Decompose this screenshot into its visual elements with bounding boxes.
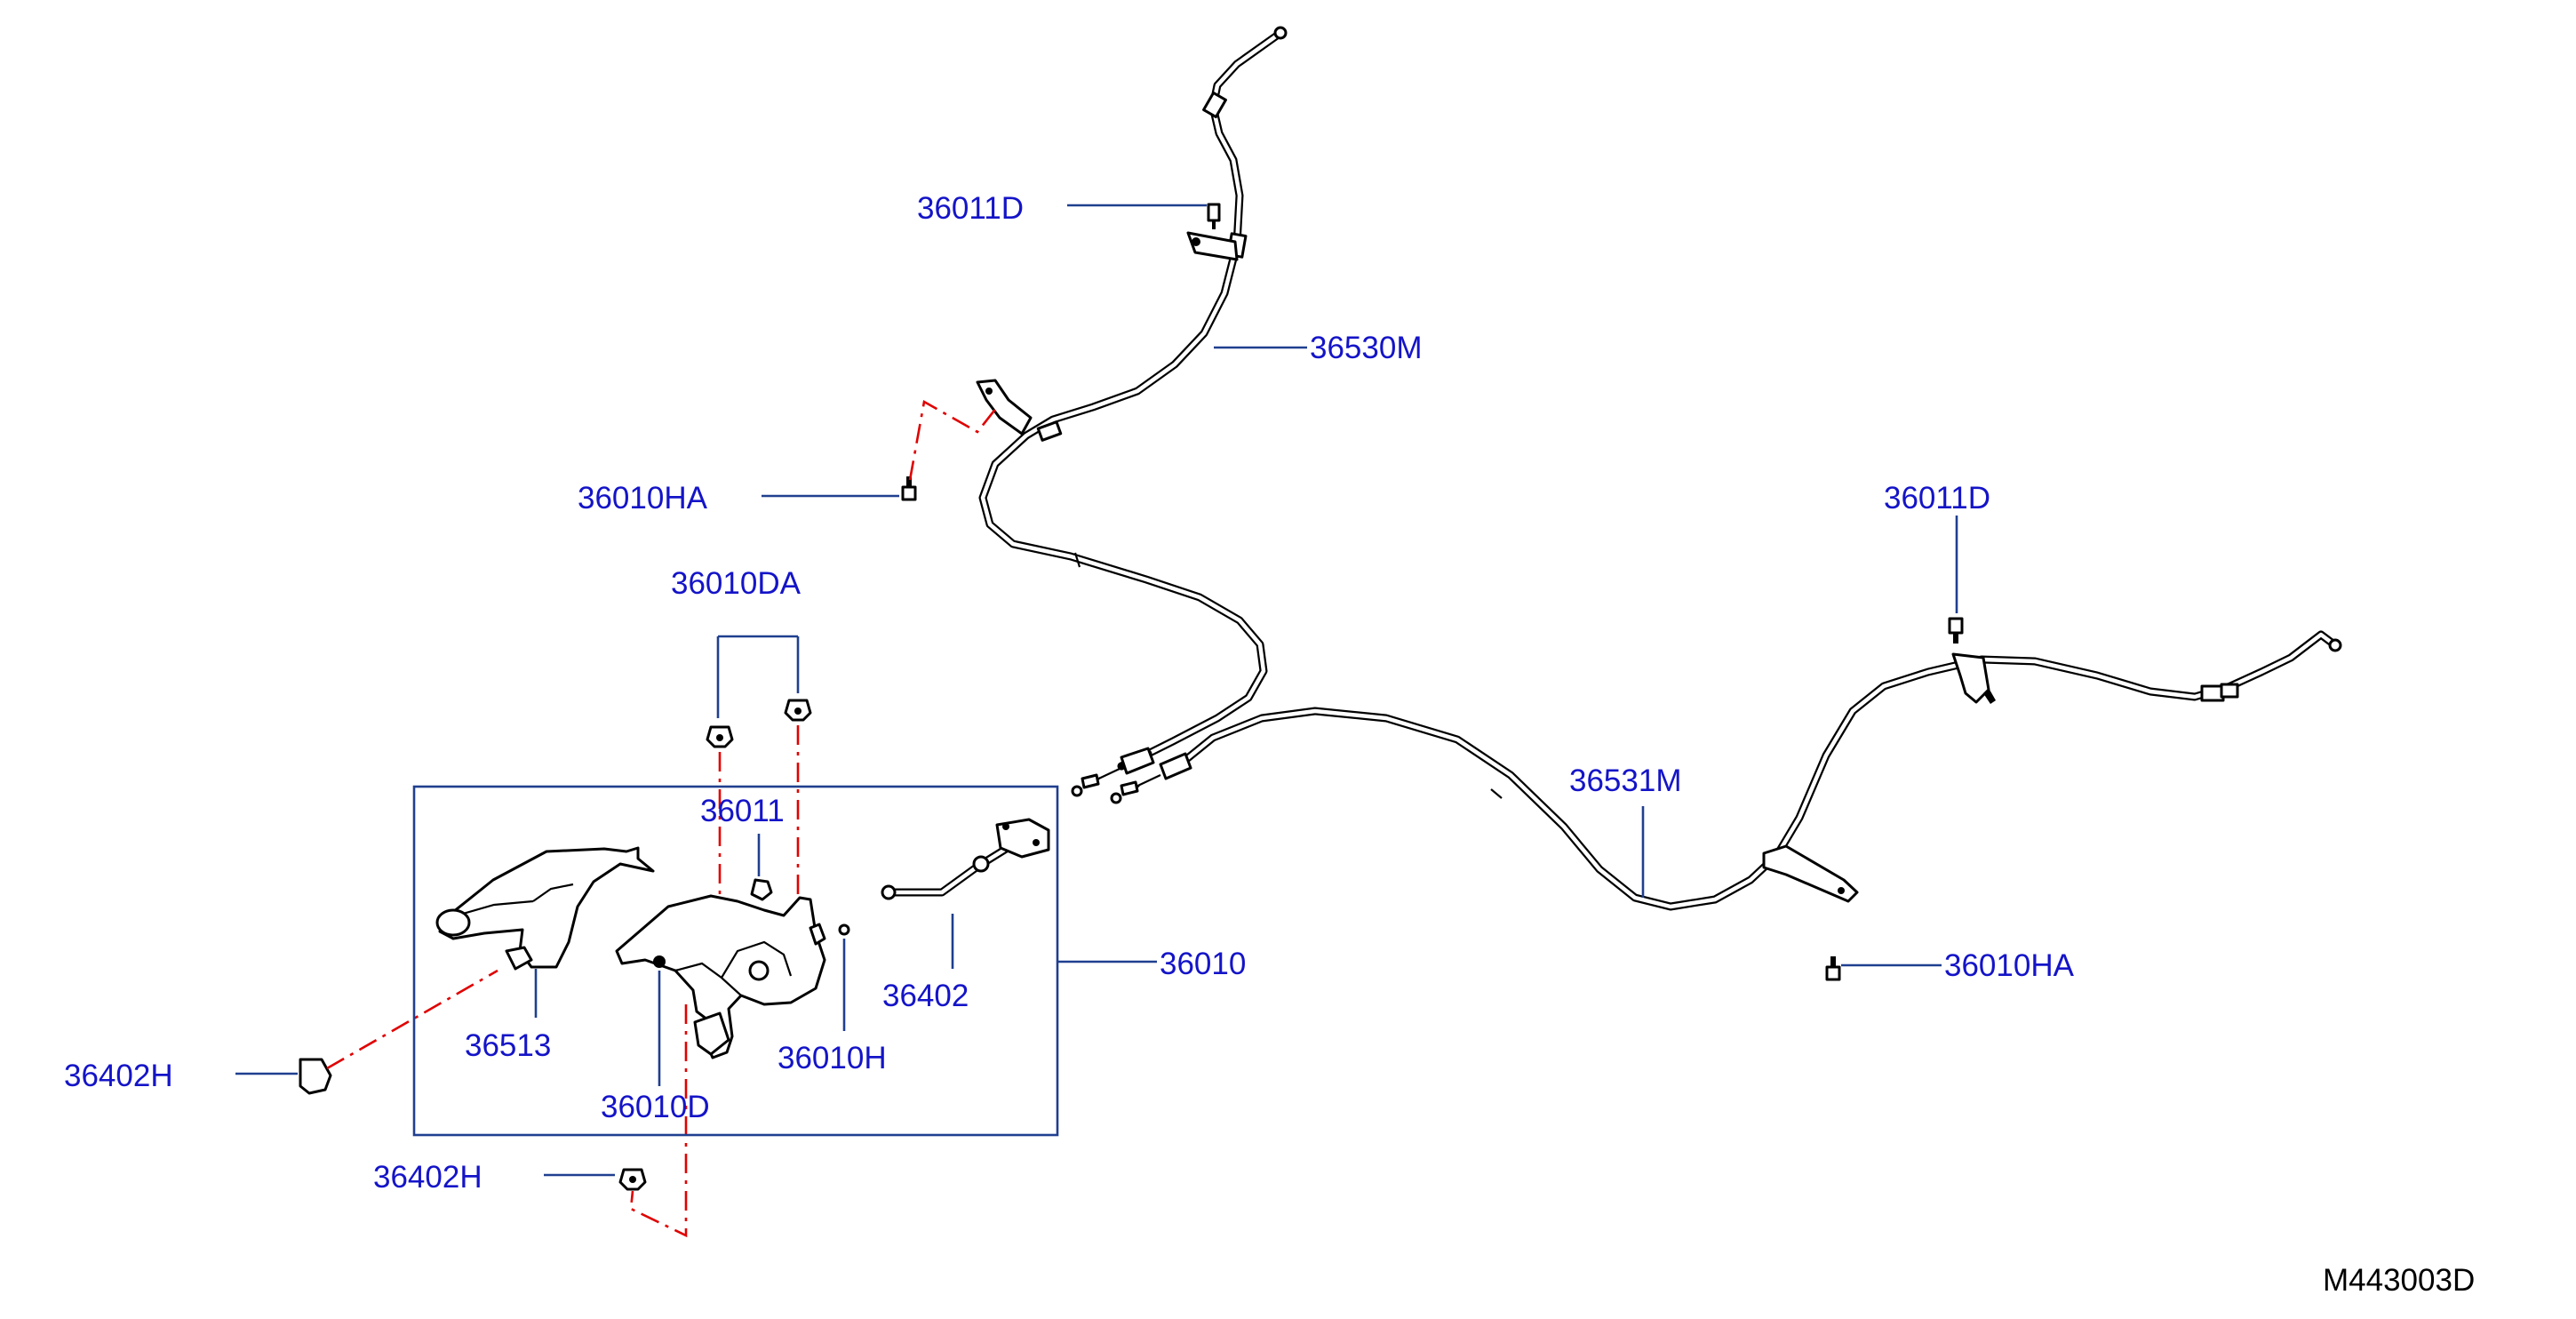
label-36010: 36010 <box>1160 947 1246 981</box>
label-36011d-top: 36011D <box>917 191 1024 226</box>
lever-mechanism <box>615 878 850 1059</box>
label-36513: 36513 <box>465 1028 551 1063</box>
lever-assembly-frame <box>412 785 1157 1137</box>
label-36010ha-right: 36010HA <box>1944 948 2075 983</box>
label-36011: 36011 <box>700 794 785 828</box>
cable-36530m <box>976 26 1288 797</box>
label-36402: 36402 <box>882 979 969 1013</box>
part-labels: 36011D 36530M 36010HA 36010DA 36011D 360… <box>64 191 2475 1298</box>
label-36402h-bottom: 36402H <box>373 1160 483 1195</box>
label-36011d-right: 36011D <box>1884 481 1990 516</box>
reference-code: M443003D <box>2323 1263 2475 1298</box>
label-36010ha-left: 36010HA <box>578 481 708 516</box>
label-36530m: 36530M <box>1310 331 1422 365</box>
leader-lines <box>235 204 1958 1177</box>
cable-36531m <box>1110 617 2342 911</box>
label-36402h-left: 36402H <box>64 1059 173 1093</box>
lever-cover-36513 <box>435 846 655 971</box>
label-36531m: 36531M <box>1569 763 1681 798</box>
label-36010da: 36010DA <box>671 566 802 601</box>
loose-fasteners <box>299 476 1841 1191</box>
phantom-lines <box>326 399 999 1238</box>
rod-36402 <box>881 818 1050 900</box>
label-36010h: 36010H <box>778 1041 887 1075</box>
label-36010d: 36010D <box>601 1090 710 1124</box>
